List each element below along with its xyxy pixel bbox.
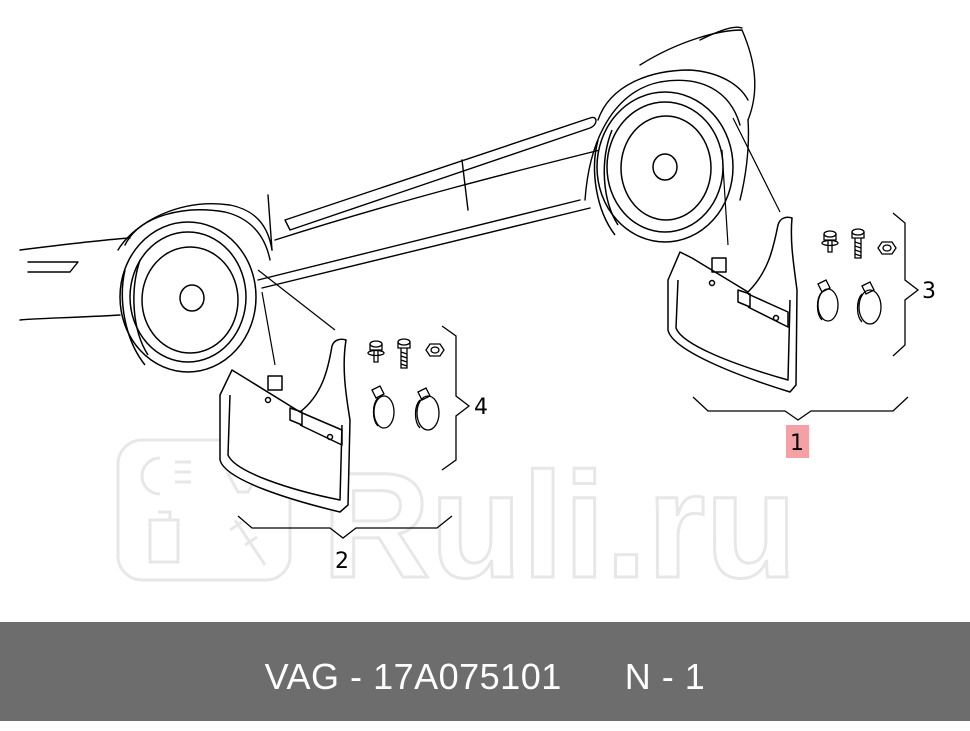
callout-brackets xyxy=(237,212,920,539)
screw-long-icon xyxy=(851,228,865,259)
rear-mudflap xyxy=(667,216,798,393)
callout-3: 3 xyxy=(922,279,936,304)
nut-icon xyxy=(877,241,897,255)
clip-icon xyxy=(816,279,839,322)
screw-long-icon xyxy=(397,338,411,369)
callout-4: 4 xyxy=(474,395,488,420)
bracket-3 xyxy=(892,212,920,357)
fastener-set-front xyxy=(367,338,445,431)
position-value: 1 xyxy=(684,656,706,697)
callout-2: 2 xyxy=(335,549,349,574)
clip-icon xyxy=(414,387,440,431)
car-body-outline xyxy=(19,26,756,321)
screw-short-icon xyxy=(821,230,839,253)
watermark: Ruli.ru xyxy=(116,438,798,611)
front-wheel xyxy=(119,221,257,373)
front-mudflap xyxy=(219,338,351,513)
bracket-1 xyxy=(692,396,909,421)
leader-lines xyxy=(257,117,781,366)
watermark-text: Ruli.ru xyxy=(322,441,797,609)
clip-icon xyxy=(371,385,395,429)
part-number: 17A075101 xyxy=(373,656,562,697)
brand-label: VAG xyxy=(264,656,340,697)
fastener-set-rear xyxy=(816,228,897,325)
screw-short-icon xyxy=(367,340,385,363)
callout-1-highlight xyxy=(786,425,809,458)
position-separator: - xyxy=(661,656,675,697)
brand-separator: - xyxy=(350,656,363,697)
mudflap-diagram: Ruli.ru xyxy=(19,26,936,611)
callout-1: 1 xyxy=(790,431,804,456)
nut-icon xyxy=(425,343,445,357)
rear-wheel xyxy=(593,91,734,243)
bracket-4 xyxy=(441,325,471,471)
part-info-text: VAG - 17A075101 N - 1 xyxy=(0,622,970,721)
position-label: N xyxy=(624,656,652,697)
part-info-footer: VAG - 17A075101 N - 1 xyxy=(0,622,970,721)
clip-icon xyxy=(856,281,882,325)
bracket-2 xyxy=(237,515,453,539)
